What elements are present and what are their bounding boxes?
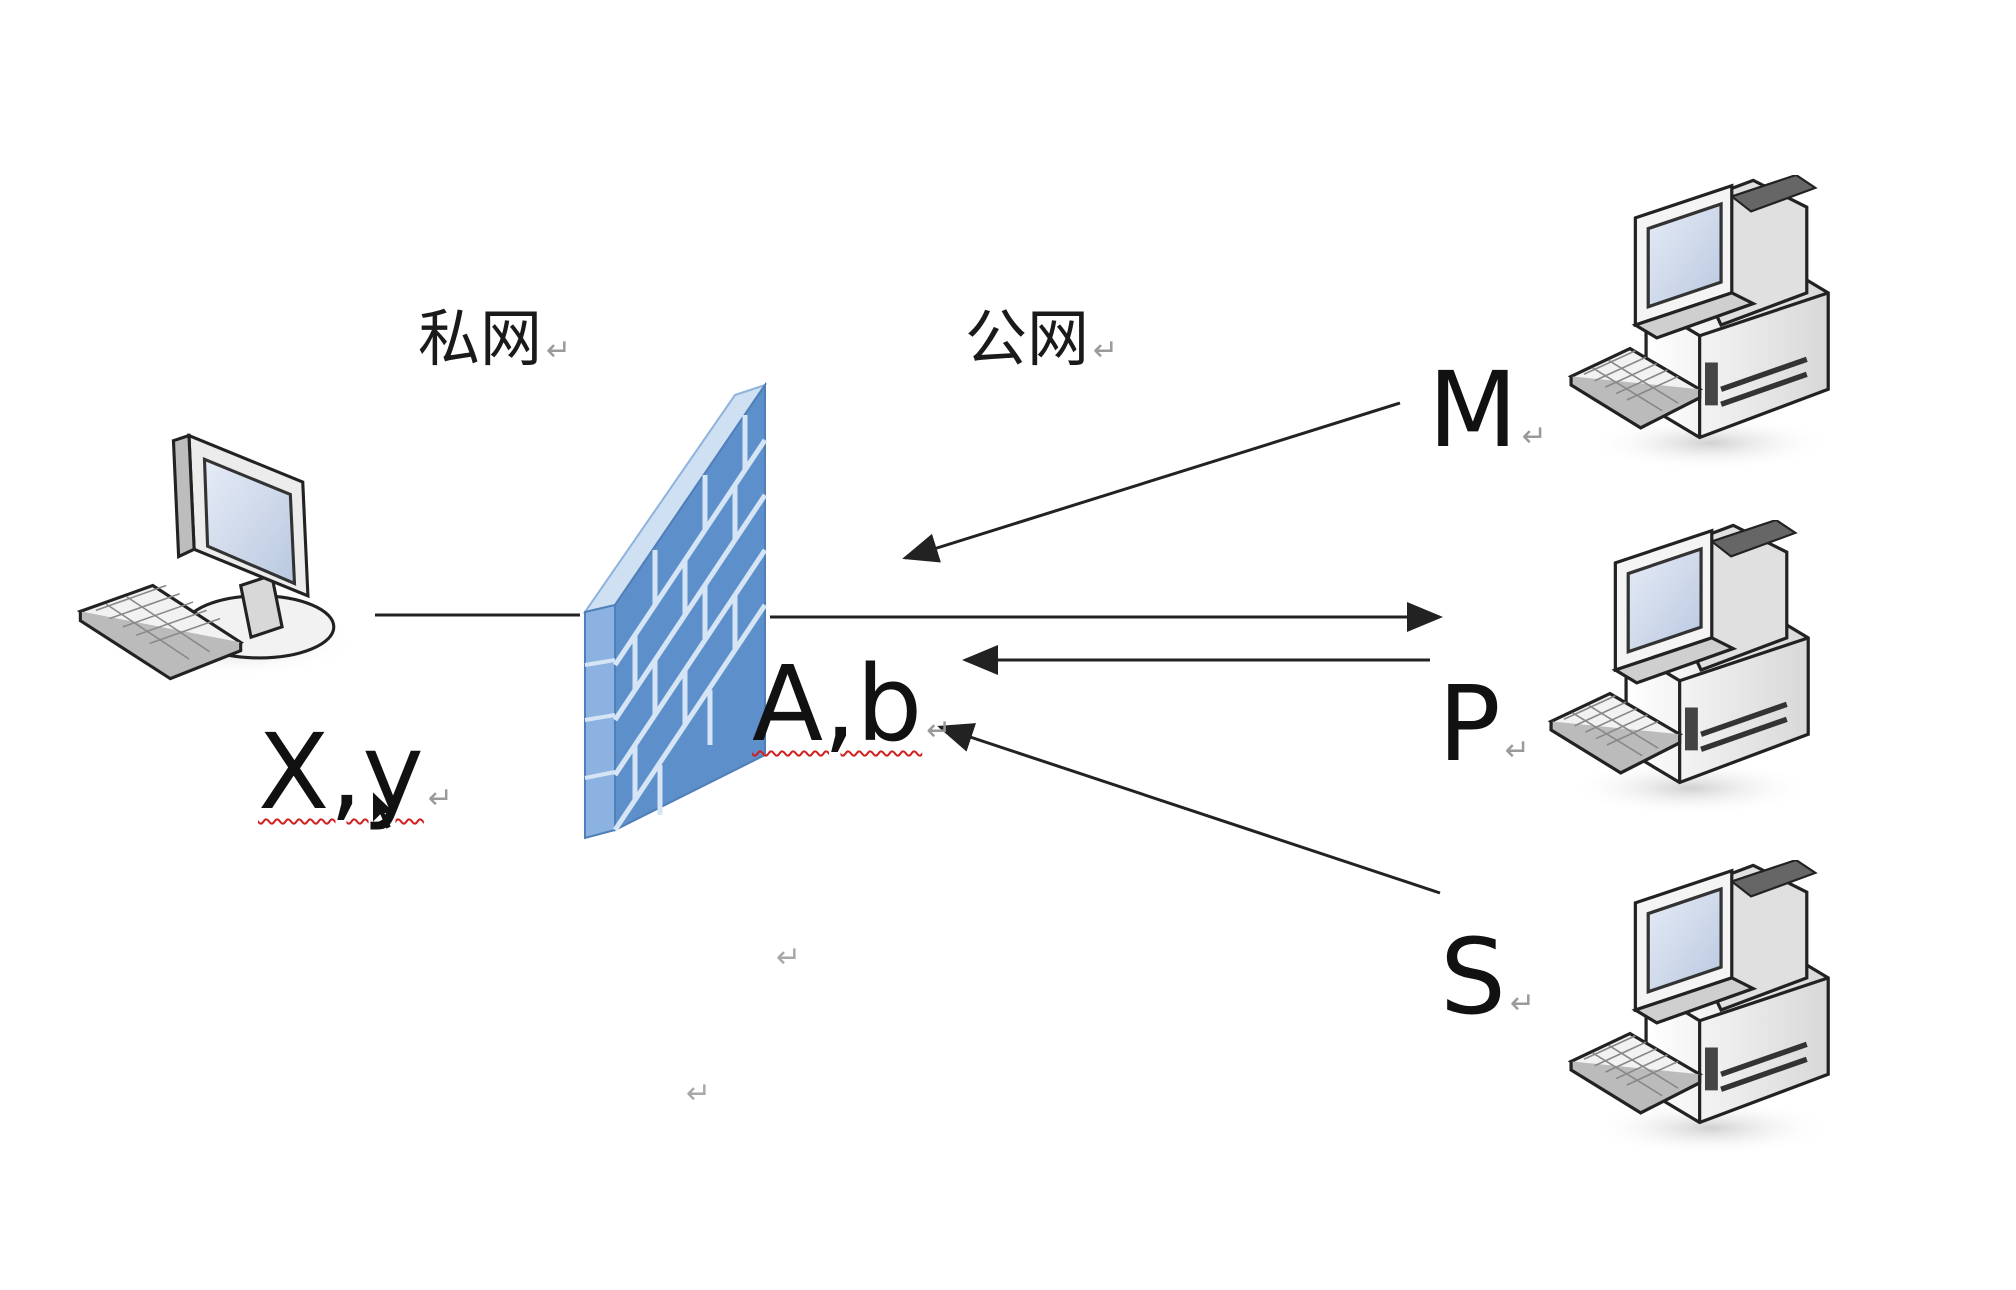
firewall-icon <box>582 381 768 840</box>
nat-address-label: A,b↵ <box>752 643 952 765</box>
paragraph-mark: ↵ <box>926 713 952 748</box>
client-computer-icon <box>78 433 362 681</box>
paragraph-mark: ↵ <box>776 940 802 975</box>
server-p-computer-icon <box>1551 520 1814 816</box>
server-p-label: P↵ <box>1438 663 1530 785</box>
public-network-label: 公网↵ <box>965 302 1119 375</box>
paragraph-mark: ↵ <box>1504 733 1530 768</box>
paragraph-mark: ↵ <box>546 333 572 368</box>
arrow-from-s <box>937 723 1441 895</box>
paragraph-mark: ↵ <box>427 781 453 816</box>
paragraph-mark: ↵ <box>1093 333 1119 368</box>
arrow-from-m <box>902 401 1401 563</box>
server-m-label: M↵ <box>1428 349 1547 471</box>
server-s-label: S↵ <box>1440 916 1536 1038</box>
cursor-icon <box>371 787 400 832</box>
server-m-computer-icon <box>1571 175 1834 471</box>
private-network-label: 私网↵ <box>418 302 572 375</box>
server-s-computer-icon <box>1571 860 1834 1156</box>
paragraph-mark: ↵ <box>686 1076 712 1111</box>
client-address-label: X,y↵ <box>258 711 453 833</box>
paragraph-mark: ↵ <box>1521 419 1547 454</box>
paragraph-mark: ↵ <box>1510 986 1536 1021</box>
